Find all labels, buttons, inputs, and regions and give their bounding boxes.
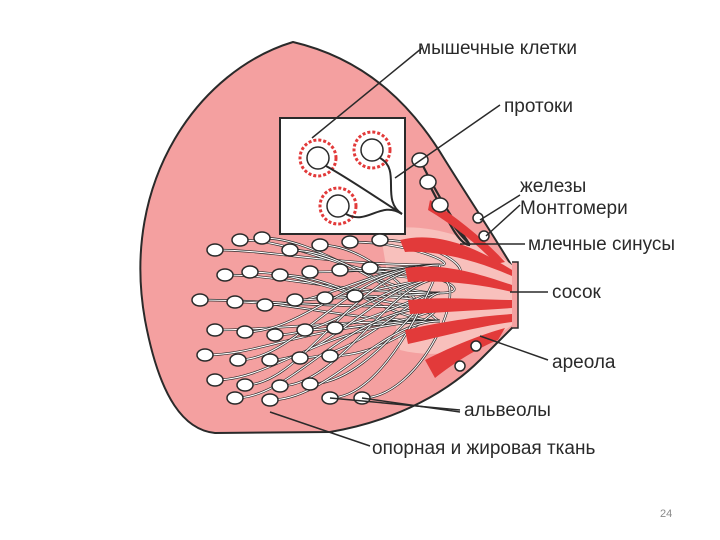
alveolus: [331, 263, 349, 277]
alveolus: [291, 351, 309, 365]
alveolus: [256, 298, 274, 312]
milk-sinuses: [400, 200, 512, 378]
alveolus: [346, 289, 364, 303]
alveolus-lumen: [326, 194, 350, 218]
alveolus: [241, 265, 259, 279]
alveolus: [231, 233, 249, 247]
alveolus: [281, 243, 299, 257]
label-montgomery-1: железы: [520, 176, 586, 197]
duct-lumen: [361, 278, 451, 399]
leader-lines: [269, 47, 549, 447]
duct-lumen: [214, 249, 441, 266]
nipple: [512, 261, 519, 329]
alveolus: [236, 378, 254, 392]
alveolus: [261, 393, 279, 407]
duct-lumen: [349, 241, 445, 266]
label-montgomery-2: Монтгомери: [520, 198, 628, 219]
alveolus: [261, 353, 279, 367]
alveolus: [341, 235, 359, 249]
alveolus: [236, 325, 254, 339]
alveolus: [326, 321, 344, 335]
muscle-cells-detail: [298, 130, 403, 226]
alveolus: [271, 379, 289, 393]
alveolus: [316, 291, 334, 305]
label-alveoli: альвеолы: [464, 400, 551, 421]
alveolus-lumen: [360, 138, 384, 162]
alveolus: [191, 293, 209, 307]
alveolus: [206, 373, 224, 387]
duct-lumen: [309, 292, 441, 385]
alveolus: [431, 197, 449, 213]
duct-lumen: [204, 320, 441, 356]
alveolus-lumen: [306, 146, 330, 170]
alveolus: [266, 328, 284, 342]
alveolus: [301, 377, 319, 391]
alveolus: [296, 323, 314, 337]
inset-duct: [325, 165, 403, 215]
alveolus: [206, 243, 224, 257]
muscle-cell-ring: [352, 130, 392, 170]
label-ducts: протоки: [504, 96, 573, 117]
label-milk-sinuses: млечные синусы: [528, 234, 675, 255]
duct-lumen: [319, 244, 441, 322]
label-tissue: опорная и жировая ткань: [372, 438, 595, 459]
inset-duct: [345, 208, 403, 219]
alveolus: [253, 231, 271, 245]
inset-duct: [379, 157, 403, 215]
alveolus: [361, 261, 379, 275]
alveolus: [311, 238, 329, 252]
muscle-cell-ring: [298, 138, 338, 178]
alveolus: [419, 174, 437, 190]
alveolus: [321, 349, 339, 363]
alveolus: [229, 353, 247, 367]
alveolus: [196, 348, 214, 362]
alveolus: [371, 233, 389, 247]
alveoli-cluster: [191, 152, 449, 407]
alveolus: [226, 391, 244, 405]
alveolus: [301, 265, 319, 279]
alveolus: [271, 268, 289, 282]
alveolus: [216, 268, 234, 282]
page-number: 24: [660, 508, 673, 520]
label-areola: ареола: [552, 352, 616, 373]
label-muscle-cells: мышечные клетки: [418, 38, 577, 59]
muscle-cell-ring: [318, 186, 358, 226]
alveolus: [226, 295, 244, 309]
alveolus: [286, 293, 304, 307]
duct-lumen: [269, 320, 441, 401]
label-nipple: сосок: [552, 282, 602, 303]
alveolus: [206, 323, 224, 337]
